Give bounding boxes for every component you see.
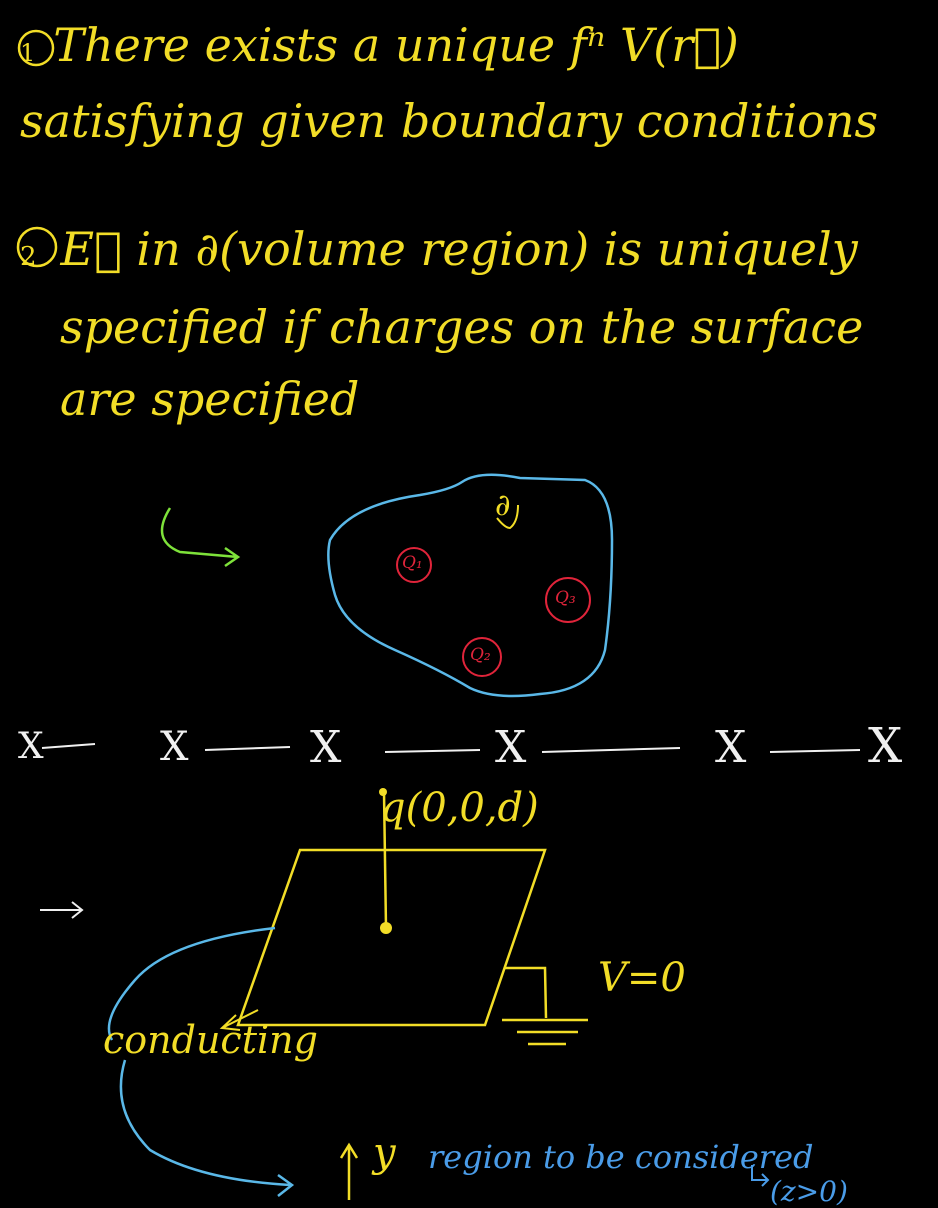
note-2-line-3: are specified (60, 372, 360, 426)
point-1-circle (17, 29, 55, 67)
charge-point-dot (380, 922, 392, 934)
y-axis-label: y (373, 1130, 396, 1176)
note-2-line-1: 2 E⃗ in ∂(volume region) is uniquely (20, 222, 858, 276)
point-2-circle (16, 226, 58, 268)
note-2-text-1: E⃗ in ∂(volume region) is uniquely (60, 222, 858, 276)
charge-q2-circle (462, 637, 502, 677)
cyan-curve-lower (119, 1059, 295, 1197)
separator-mark: X (160, 724, 189, 770)
right-arrow-icon (40, 901, 84, 919)
note-1-line-2: satisfying given boundary conditions (20, 94, 879, 148)
note-1-text-1: There exists a unique fⁿ V(r⃗) (53, 18, 739, 72)
note-2-line-2: specified if charges on the surface (60, 300, 864, 354)
point-1-number: 1 (20, 39, 36, 67)
separator-mark: X (495, 722, 527, 773)
charge-q1-circle (396, 547, 432, 583)
region-label: region to be considered (428, 1138, 814, 1176)
note-1-line-1: 1 There exists a unique fⁿ V(r⃗) (20, 18, 739, 72)
volume-boundary (327, 473, 614, 698)
charge-stem (382, 791, 388, 929)
ground-icon (502, 966, 588, 1046)
potential-label: V=0 (598, 955, 686, 1001)
y-axis-arrow (339, 1142, 359, 1200)
cyan-curve-upper (107, 926, 276, 1041)
charge-q3-label: Q₃ (555, 588, 576, 608)
separator-lines (41, 743, 861, 753)
charge-q3-circle (545, 577, 591, 623)
charge-top-dot (379, 788, 387, 796)
conducting-pointer-icon (219, 1009, 259, 1031)
volume-symbol: ∂ (495, 488, 511, 523)
charge-q1-label: Q₁ (402, 553, 423, 573)
charge-q2-label: Q₂ (470, 645, 491, 665)
condition-pointer-icon (751, 1165, 770, 1187)
separator-mark: X (715, 722, 747, 773)
point-2-number: 2 (20, 242, 37, 272)
separator-mark: X (18, 726, 44, 767)
separator-mark: X (310, 722, 342, 773)
conducting-label: conducting (103, 1018, 318, 1062)
separator-mark: X (868, 718, 903, 774)
volume-symbol-mark (496, 504, 519, 530)
conducting-plane (236, 848, 547, 1027)
region-condition-label: (z>0) (770, 1175, 848, 1208)
green-arrow-icon (160, 507, 241, 568)
charge-position-label: q(0,0,d) (380, 785, 539, 831)
